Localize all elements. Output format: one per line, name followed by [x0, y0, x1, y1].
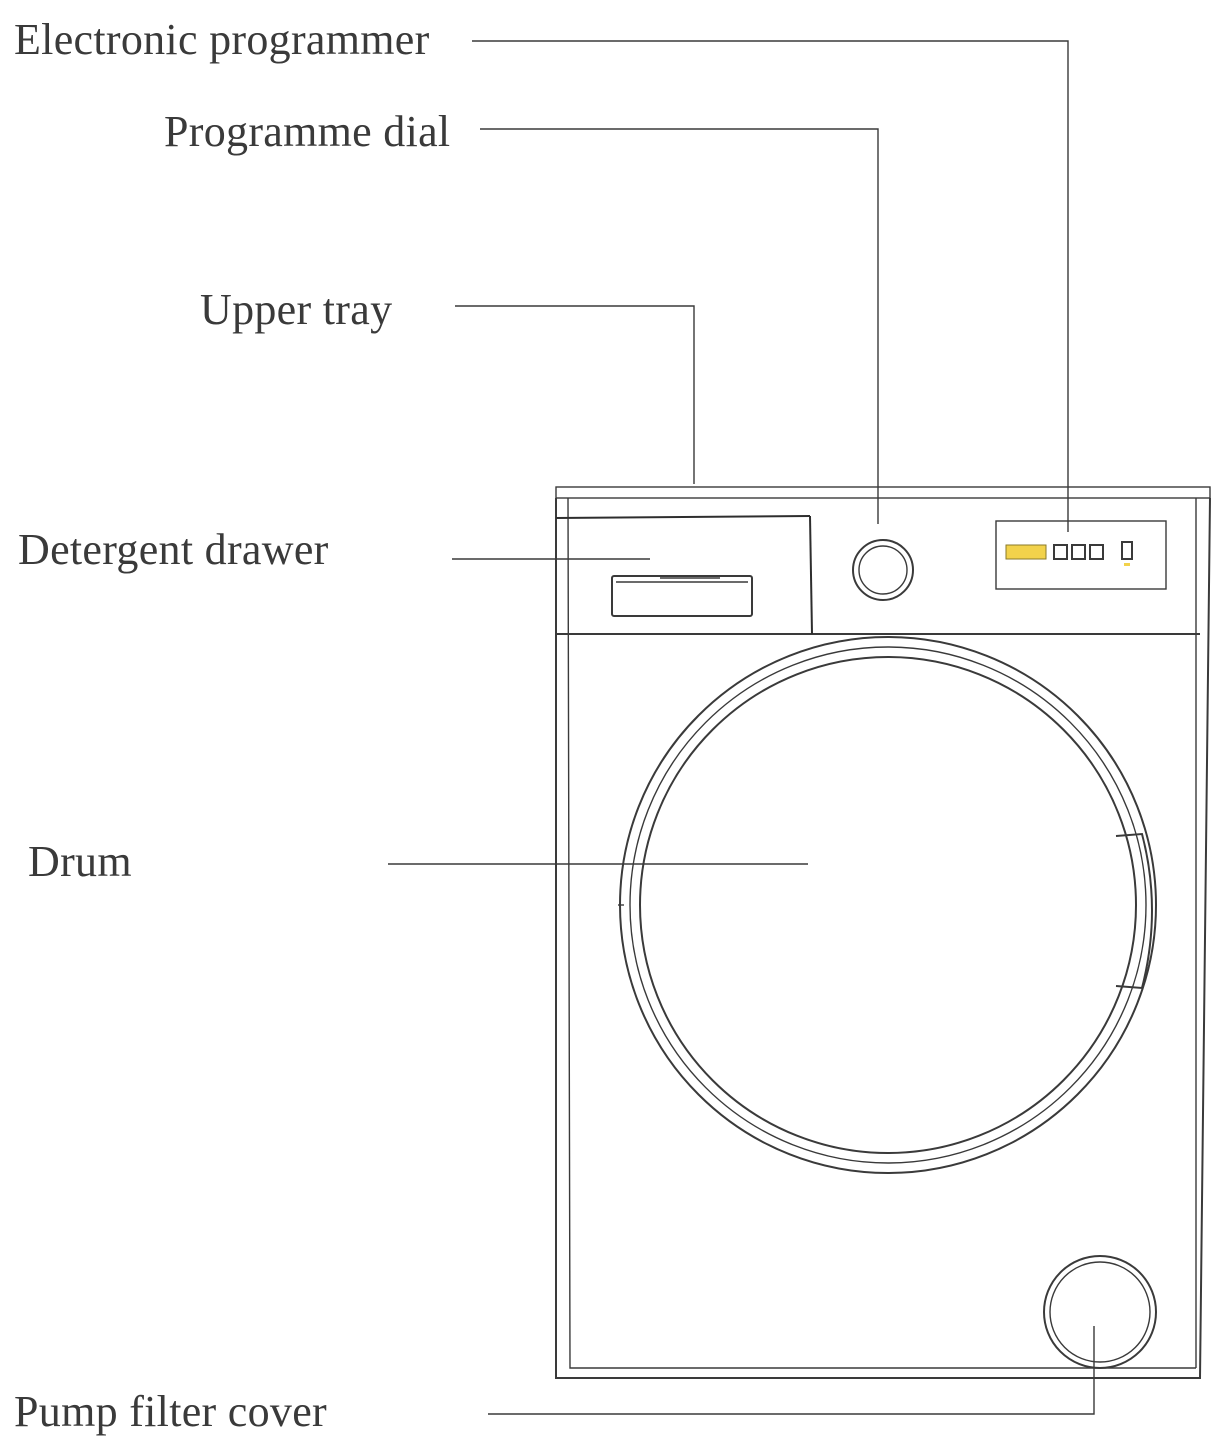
display-indicator	[1005, 544, 1047, 560]
label-detergent-drawer: Detergent drawer	[18, 525, 329, 574]
programme-dial-knob	[852, 539, 914, 601]
label-electronic-programmer: Electronic programmer	[14, 15, 430, 64]
label-drum: Drum	[28, 837, 132, 886]
electronic-programmer-display	[995, 520, 1167, 590]
label-programme-dial: Programme dial	[164, 107, 451, 156]
detergent-drawer	[611, 575, 753, 617]
leader-programme-dial	[480, 128, 879, 524]
label-pump-filter-cover: Pump filter cover	[14, 1387, 328, 1436]
leader-upper-tray	[455, 305, 695, 484]
machine-body	[555, 486, 1211, 1379]
drum-door	[618, 636, 1157, 1174]
label-upper-tray: Upper tray	[200, 285, 393, 334]
leader-electronic-programmer	[472, 40, 1069, 532]
leader-pump-filter-cover	[488, 1326, 1095, 1415]
pump-filter-cover	[1043, 1255, 1157, 1369]
control-panel	[555, 515, 1200, 635]
leader-lines	[388, 40, 1095, 1415]
